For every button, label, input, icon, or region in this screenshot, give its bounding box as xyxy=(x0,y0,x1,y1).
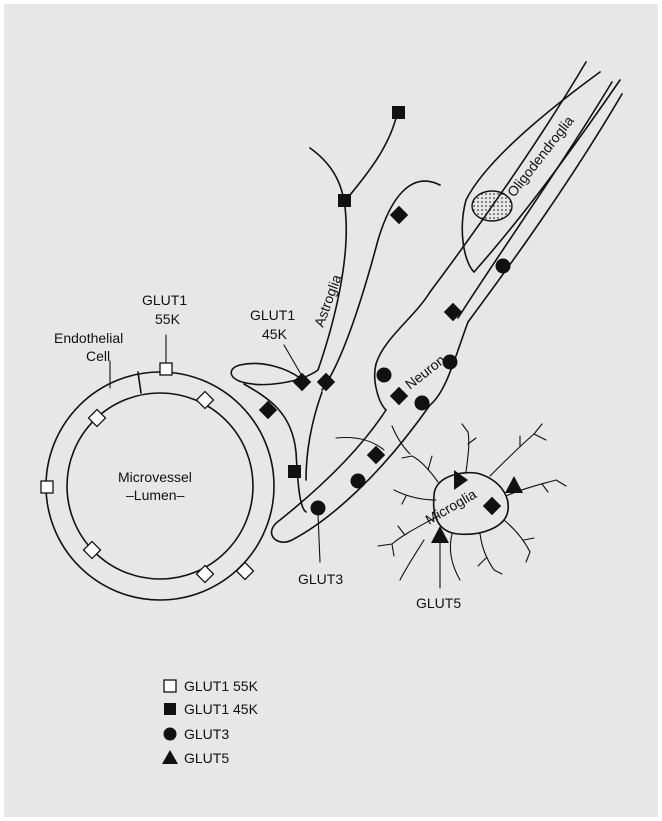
label-glut5: GLUT5 xyxy=(416,595,461,611)
glut5-marker xyxy=(505,476,523,493)
glut5-marker xyxy=(431,526,449,543)
label-astroglia: Astroglia xyxy=(311,272,345,329)
microglia-process-10 xyxy=(400,540,424,580)
glut1-45k-marker xyxy=(288,465,301,478)
label-glut3: GLUT3 xyxy=(298,571,343,587)
label-endothelial: Endothelial xyxy=(54,330,123,346)
microglia-process-7 xyxy=(450,534,460,580)
glut1-55k-marker xyxy=(237,563,254,580)
legend-filled-square-icon xyxy=(164,703,176,715)
astroglia-endfoot-inner xyxy=(306,392,322,480)
microglia-process-1 xyxy=(402,456,438,482)
oligodendroglia-cell xyxy=(462,72,620,272)
legend-filled-triangle-icon xyxy=(162,750,178,764)
legend-filled-circle-icon xyxy=(164,728,177,741)
microglia-process-2 xyxy=(462,424,476,472)
legend-label-glut5: GLUT5 xyxy=(184,750,229,766)
microglia-process-6 xyxy=(478,534,502,574)
microvessel xyxy=(46,372,274,600)
microglia-process-3 xyxy=(490,424,546,476)
label-glut1-45k-size: 45K xyxy=(262,326,288,342)
label-glut1-45k-title: GLUT1 xyxy=(250,307,295,323)
label-endothelial-cell: Cell xyxy=(86,348,110,364)
glut1-45k-markers xyxy=(259,106,501,515)
label-glut1-55k-size: 55K xyxy=(155,311,181,327)
legend-label-glut1-55k: GLUT1 55K xyxy=(184,678,259,694)
label-microglia: Microglia xyxy=(423,486,480,528)
axon-line-1 xyxy=(430,62,586,292)
glut1-45k-marker xyxy=(338,194,351,207)
cell-junction xyxy=(138,372,141,393)
glut3-marker xyxy=(351,474,366,489)
glut1-55k-marker xyxy=(197,392,214,409)
glut1-45k-marker xyxy=(483,497,501,515)
glut3-marker xyxy=(311,501,326,516)
label-lumen: –Lumen– xyxy=(126,487,185,503)
glut1-45k-marker xyxy=(392,106,405,119)
glut3-marker xyxy=(496,259,511,274)
label-microvessel: Microvessel xyxy=(118,469,192,485)
glut1-45k-marker xyxy=(390,387,408,405)
label-glut1-55k-title: GLUT1 xyxy=(142,292,187,308)
glut1-45k-marker xyxy=(317,373,335,391)
glut1-55k-marker xyxy=(197,566,214,583)
glut3-marker xyxy=(415,396,430,411)
vessel-outer-wall xyxy=(46,372,274,600)
astroglia-upper-process xyxy=(346,110,398,200)
legend-open-square-icon xyxy=(164,680,176,692)
diagram-labels: GLUT1 55K Endothelial Cell GLUT1 45K Mic… xyxy=(54,113,577,611)
astroglia-left-membrane xyxy=(231,148,346,385)
glut1-45k-marker xyxy=(259,401,277,419)
legend: GLUT1 55K GLUT1 45K GLUT3 GLUT5 xyxy=(162,678,259,766)
glut1-55k-marker xyxy=(41,481,53,493)
microglia-process-5 xyxy=(504,520,534,562)
label-neuron: Neuron xyxy=(402,351,448,392)
leader-glut3 xyxy=(318,514,320,562)
oligodendroglia-body xyxy=(462,72,620,272)
glut1-45k-marker xyxy=(444,303,462,321)
glut1-55k-marker xyxy=(160,363,172,375)
glut3-marker xyxy=(377,368,392,383)
neuron-body-top xyxy=(376,292,430,364)
glut1-45k-marker xyxy=(390,206,408,224)
legend-label-glut1-45k: GLUT1 45K xyxy=(184,701,259,717)
legend-label-glut3: GLUT3 xyxy=(184,726,229,742)
microglia-process-9 xyxy=(394,490,436,504)
